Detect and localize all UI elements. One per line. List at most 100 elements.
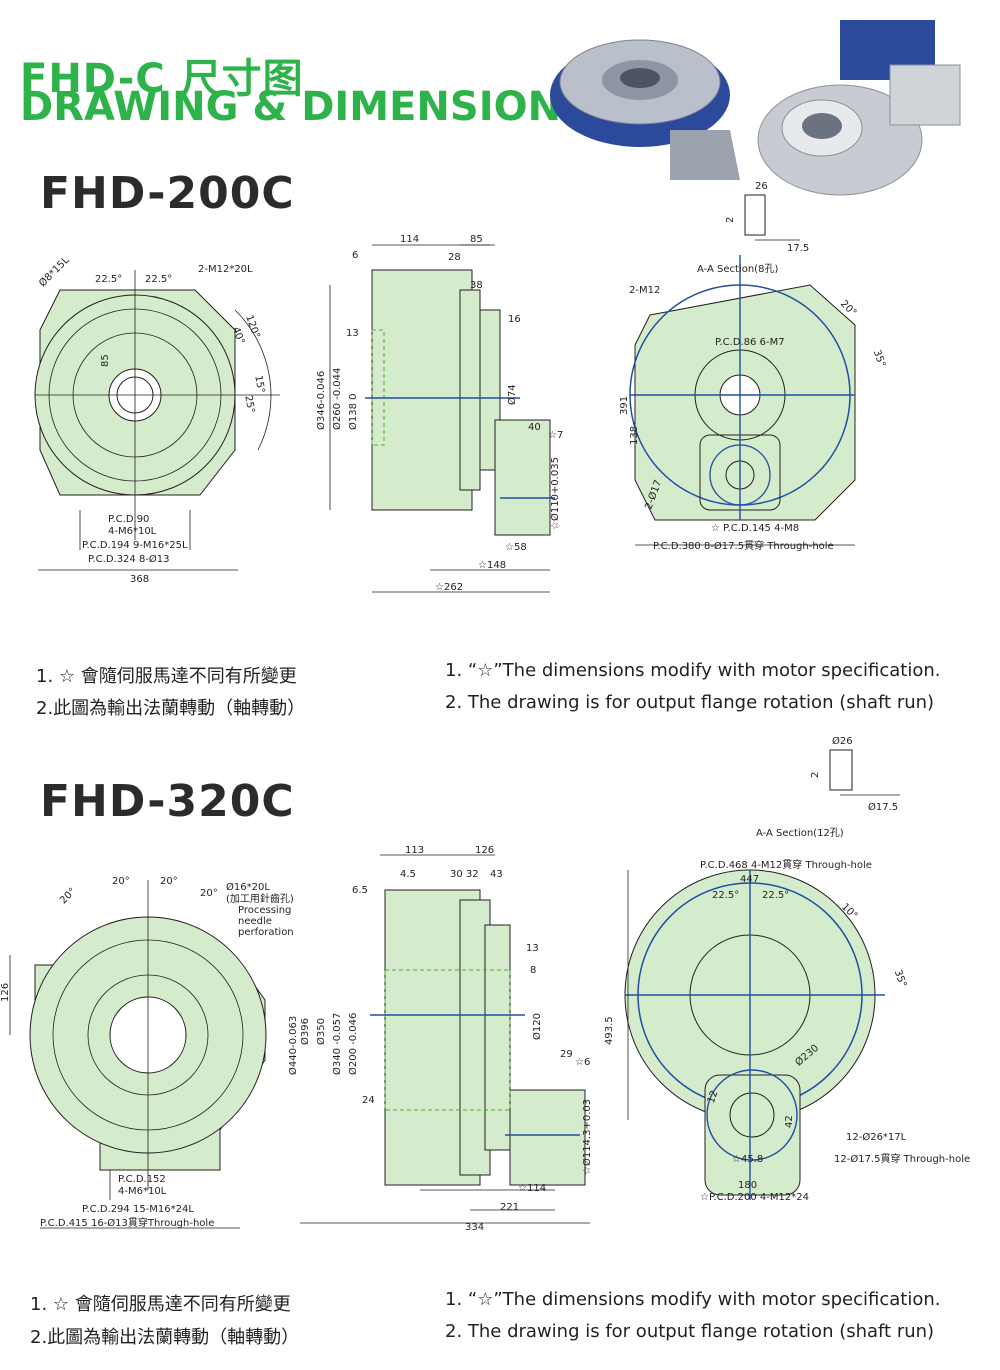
label-13: 13 (526, 943, 539, 954)
label-width-368: 368 (130, 574, 149, 585)
label-angle-120: 120° (243, 314, 262, 340)
label-38: 38 (470, 280, 483, 291)
label-85: 85 (470, 234, 483, 245)
note-320-en-1: 1. “☆”The dimensions modify with motor s… (445, 1289, 941, 1310)
label-d74: Ø74 (506, 384, 518, 405)
label-8: 8 (530, 965, 536, 976)
label-m6: 4-M6*10L (108, 526, 157, 537)
label-85: 85 (100, 354, 111, 367)
label-493-5: 493.5 (604, 1016, 615, 1045)
label-pcd86: P.C.D.86 6-M7 (715, 337, 785, 348)
label-star-6: ☆6 (575, 1057, 590, 1068)
label-needle: needle (238, 916, 272, 927)
label-17-5: 17.5 (787, 243, 809, 254)
label-d350: Ø350 (315, 1018, 327, 1045)
label-7: ☆7 (548, 430, 563, 441)
label-m12: 2-M12 (629, 285, 660, 296)
label-30-32: 30 32 (450, 869, 479, 880)
label-262: ☆262 (435, 582, 463, 593)
label-2: 2 (810, 772, 821, 778)
label-d200: Ø200 -0.046 (347, 1013, 359, 1075)
label-d17-5: Ø17.5 (868, 801, 898, 813)
note-200-cn-1: 1. ☆ 會隨伺服馬達不同有所變更 (36, 666, 297, 687)
label-13: 13 (346, 328, 359, 339)
label-180: 180 (738, 1180, 757, 1191)
label-16: 16 (508, 314, 521, 325)
note-200-cn-2: 2.此圖為輸出法蘭轉動（軸轉動） (36, 698, 306, 719)
label-d340: Ø340 -0.057 (331, 1013, 343, 1075)
label-tap-m12: 2-M12*20L (198, 264, 253, 275)
label-113: 113 (405, 845, 424, 856)
label-6: 6 (352, 250, 358, 261)
front-view-200c: Ø8*15L 22.5° 22.5° 2-M12*20L 120° 40° 15… (34, 254, 280, 585)
label-processing-cn: (加工用針齒孔) (226, 892, 294, 905)
label-58: ☆58 (505, 542, 527, 553)
label-334: 334 (465, 1222, 484, 1233)
title-chinese: FHD-C 尺寸图 (20, 56, 304, 102)
label-pcd415: P.C.D.415 16-Ø13貫穿Through-hole (40, 1216, 214, 1229)
label-pcd380: P.C.D.380 8-Ø17.5貫穿 Through-hole (653, 539, 834, 552)
label-angle-1: 20° (58, 886, 78, 906)
label-138: 138 (629, 426, 640, 445)
label-22-5-b: 22.5° (762, 890, 789, 901)
label-6-5: 6.5 (352, 885, 368, 896)
label-angle-a1: 22.5° (95, 274, 122, 285)
label-hole-16: Ø16*20L (226, 881, 270, 893)
side-view-320c: 113 126 4.5 30 32 43 6.5 13 8 Ø440-0.063… (287, 845, 593, 1233)
label-angle-15: 15° (252, 375, 266, 394)
label-12-d26: 12-Ø26*17L (846, 1131, 907, 1143)
label-114: 114 (400, 234, 419, 245)
label-pcd324: P.C.D.324 8-Ø13 (88, 553, 170, 565)
note-320-en-2: 2. The drawing is for output flange rota… (445, 1321, 935, 1342)
label-29: 29 (560, 1049, 573, 1060)
label-section-aa: A-A Section(8孔) (697, 263, 778, 275)
label-221: 221 (500, 1202, 519, 1213)
label-24: 24 (362, 1095, 375, 1106)
label-447: 447 (740, 874, 759, 885)
note-320-cn-2: 2.此圖為輸出法蘭轉動（軸轉動） (30, 1327, 300, 1348)
product-photo-blue (550, 39, 740, 180)
label-d110: ☆Ø110+0.035 (549, 457, 561, 530)
back-view-200c: 26 2 17.5 A-A Section(8孔) 2-M12 20° 35° … (619, 181, 887, 552)
label-d260: Ø260 -0.044 (331, 368, 343, 430)
title-english: DRAWING & DIMENSION (20, 84, 562, 130)
label-angle-4: 20° (200, 888, 218, 899)
label-d346: Ø346-0.046 (315, 371, 327, 430)
label-35deg: 35° (892, 969, 908, 989)
label-hole-8x15: Ø8*15L (37, 254, 72, 289)
note-200-en-2: 2. The drawing is for output flange rota… (445, 692, 935, 713)
label-40: 40 (528, 422, 541, 433)
label-angle-3: 20° (160, 876, 178, 887)
label-45-8: ☆45.8 (732, 1154, 763, 1165)
label-d440: Ø440-0.063 (287, 1016, 299, 1075)
label-pcd145: ☆ P.C.D.145 4-M8 (711, 523, 799, 534)
side-view-200c: 114 85 6 28 38 16 13 Ø346-0.046 Ø260 -0.… (315, 234, 563, 593)
label-2: 2 (725, 217, 736, 223)
label-perforation: perforation (238, 927, 294, 938)
back-view-320c: Ø26 2 Ø17.5 A-A Section(12孔) P.C.D.468 4… (604, 735, 970, 1203)
label-35deg: 35° (871, 349, 887, 369)
label-pcd90: P.C.D.90 (108, 514, 149, 525)
note-320-cn-1: 1. ☆ 會隨伺服馬達不同有所變更 (30, 1294, 291, 1315)
label-angle-a2: 22.5° (145, 274, 172, 285)
note-200-en-1: 1. “☆”The dimensions modify with motor s… (445, 660, 941, 681)
label-22-5-a: 22.5° (712, 890, 739, 901)
label-pcd294: P.C.D.294 15-M16*24L (82, 1204, 194, 1215)
label-28: 28 (448, 252, 461, 263)
front-view-320c: 20° 20° 20° 20° Ø16*20L (加工用針齒孔) Process… (0, 876, 294, 1229)
label-43: 43 (490, 869, 503, 880)
label-d26: Ø26 (832, 735, 853, 747)
label-star-114: ☆114 (518, 1183, 546, 1194)
label-pcd468: P.C.D.468 4-M12貫穿 Through-hole (700, 858, 872, 871)
label-26: 26 (755, 181, 768, 192)
label-12: 12 (706, 1089, 721, 1105)
product-photo-silver (757, 20, 961, 196)
label-d396: Ø396 (299, 1018, 311, 1045)
model-title-320c: FHD-320C (40, 776, 295, 827)
label-angle-25: 25° (242, 395, 256, 414)
label-pcd200: ☆P.C.D.200 4-M12*24 (700, 1192, 809, 1203)
label-pcd194: P.C.D.194 9-M16*25L (82, 540, 188, 551)
label-pcd152: P.C.D.152 (118, 1174, 166, 1185)
label-d120: Ø120 (531, 1013, 543, 1040)
label-d138: Ø138 0 (347, 394, 359, 431)
